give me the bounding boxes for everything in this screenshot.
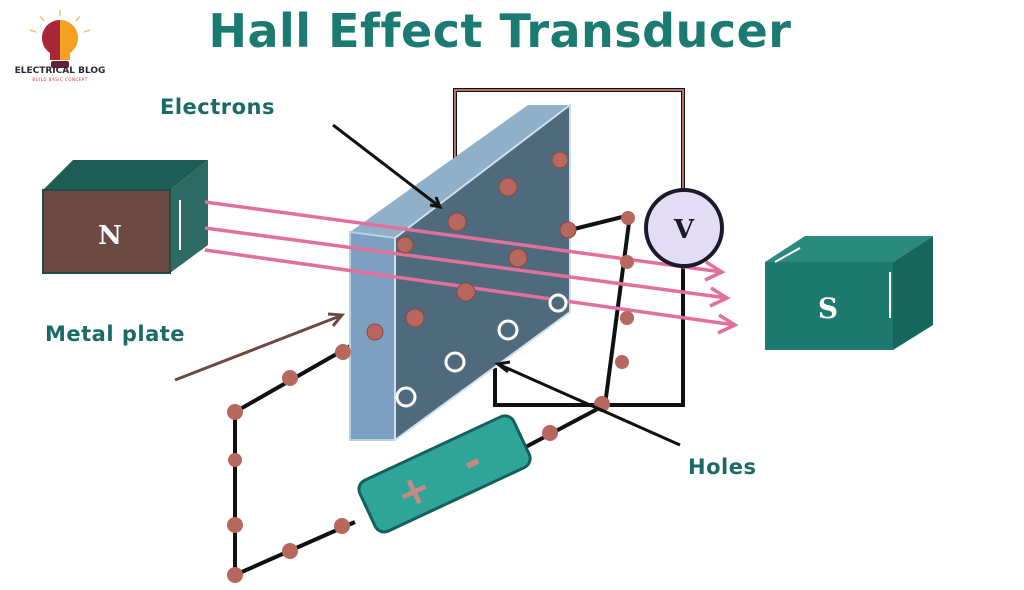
voltmeter: V [644,188,724,268]
logo [10,8,110,88]
south-magnet: S [765,236,933,350]
electrons-label: Electrons [160,95,276,119]
voltmeter-label: V [673,215,695,245]
magnetic-field-lines [204,200,739,335]
wire-beads [227,211,635,583]
logo-tagline: BUILD BASIC CONCEPT [32,77,88,82]
holes [395,293,568,408]
electrons [366,151,577,341]
metal-plate-label: Metal plate [45,322,186,346]
label-pointers [332,123,681,447]
north-magnet: N [42,160,208,274]
page-title: Hall Effect Transducer [208,4,792,58]
logo-name: ELECTRICAL BLOG [14,66,106,76]
metal-plate [349,102,571,442]
lightbulb-icon [29,10,91,68]
north-label: N [98,221,122,251]
south-label: S [818,292,838,325]
metal-plate-pointer [174,314,341,382]
battery: + - [357,414,532,534]
holes-label: Holes [688,455,757,479]
